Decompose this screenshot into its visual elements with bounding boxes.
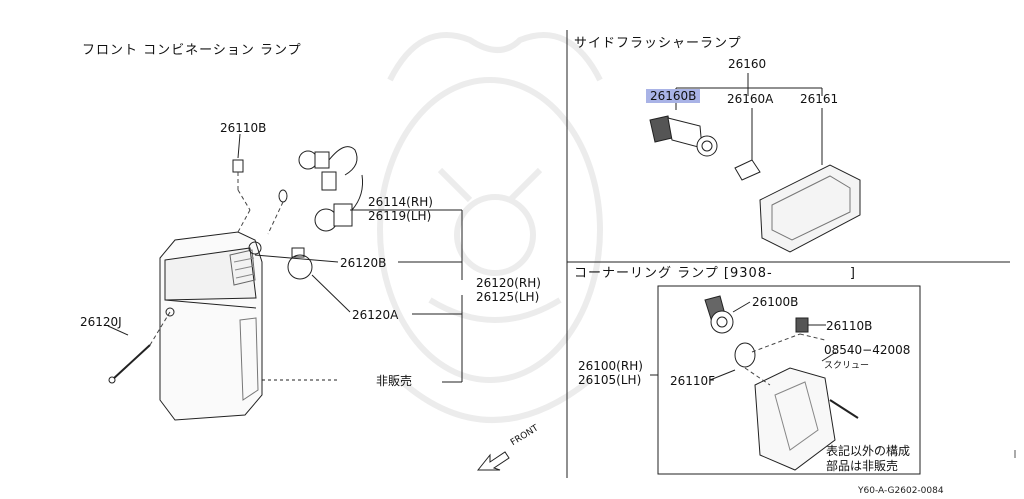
screw-label: スクリュー bbox=[824, 361, 870, 371]
cornering-lamp-title-text: コーナーリング ランプ [9308- bbox=[574, 266, 773, 281]
part-26110B-corner-label[interactable]: 26110B bbox=[826, 319, 873, 333]
front-combination-lamp-title: フロント コンビネーション ランプ bbox=[82, 43, 302, 58]
part-26120J-label[interactable]: 26120J bbox=[80, 315, 122, 329]
side-flasher-title: サイドフラッシャーランプ bbox=[574, 36, 742, 51]
part-26161-label[interactable]: 26161 bbox=[800, 92, 839, 106]
cornering-lamp-title-end: ] bbox=[849, 266, 856, 281]
not-for-sale-label: 非販売 bbox=[376, 374, 413, 388]
part-26114-label[interactable]: 26114(RH) bbox=[368, 195, 433, 209]
part-26105LH-label[interactable]: 26105(LH) bbox=[578, 373, 642, 387]
diagram-code: Y60-A-G2602-0084 bbox=[858, 486, 944, 496]
part-26119-label[interactable]: 26119(LH) bbox=[368, 209, 432, 223]
part-26120B-label[interactable]: 26120B bbox=[340, 256, 387, 270]
part-26110B-label[interactable]: 26110B bbox=[220, 121, 267, 135]
part-26160B-label-highlighted[interactable]: 26160B bbox=[646, 89, 701, 103]
part-26120RH-label[interactable]: 26120(RH) bbox=[476, 276, 541, 290]
part-26100RH-label[interactable]: 26100(RH) bbox=[578, 359, 643, 373]
cornering-lamp-title: コーナーリング ランプ [9308- ] bbox=[574, 266, 856, 281]
front-arrow-icon bbox=[476, 451, 510, 471]
part-26100B-label[interactable]: 26100B bbox=[752, 295, 799, 309]
part-26125LH-label[interactable]: 26125(LH) bbox=[476, 290, 540, 304]
part-26160-label[interactable]: 26160 bbox=[728, 57, 767, 71]
part-26110F-label[interactable]: 26110F bbox=[670, 374, 716, 388]
screw-part-code-label[interactable]: 08540−42008 bbox=[824, 343, 911, 357]
part-26120A-label[interactable]: 26120A bbox=[352, 308, 399, 322]
part-26160A-label[interactable]: 26160A bbox=[727, 92, 774, 106]
note-line-2: 部品は非販売 bbox=[826, 459, 899, 473]
note-line-1: 表記以外の構成 bbox=[826, 444, 911, 458]
